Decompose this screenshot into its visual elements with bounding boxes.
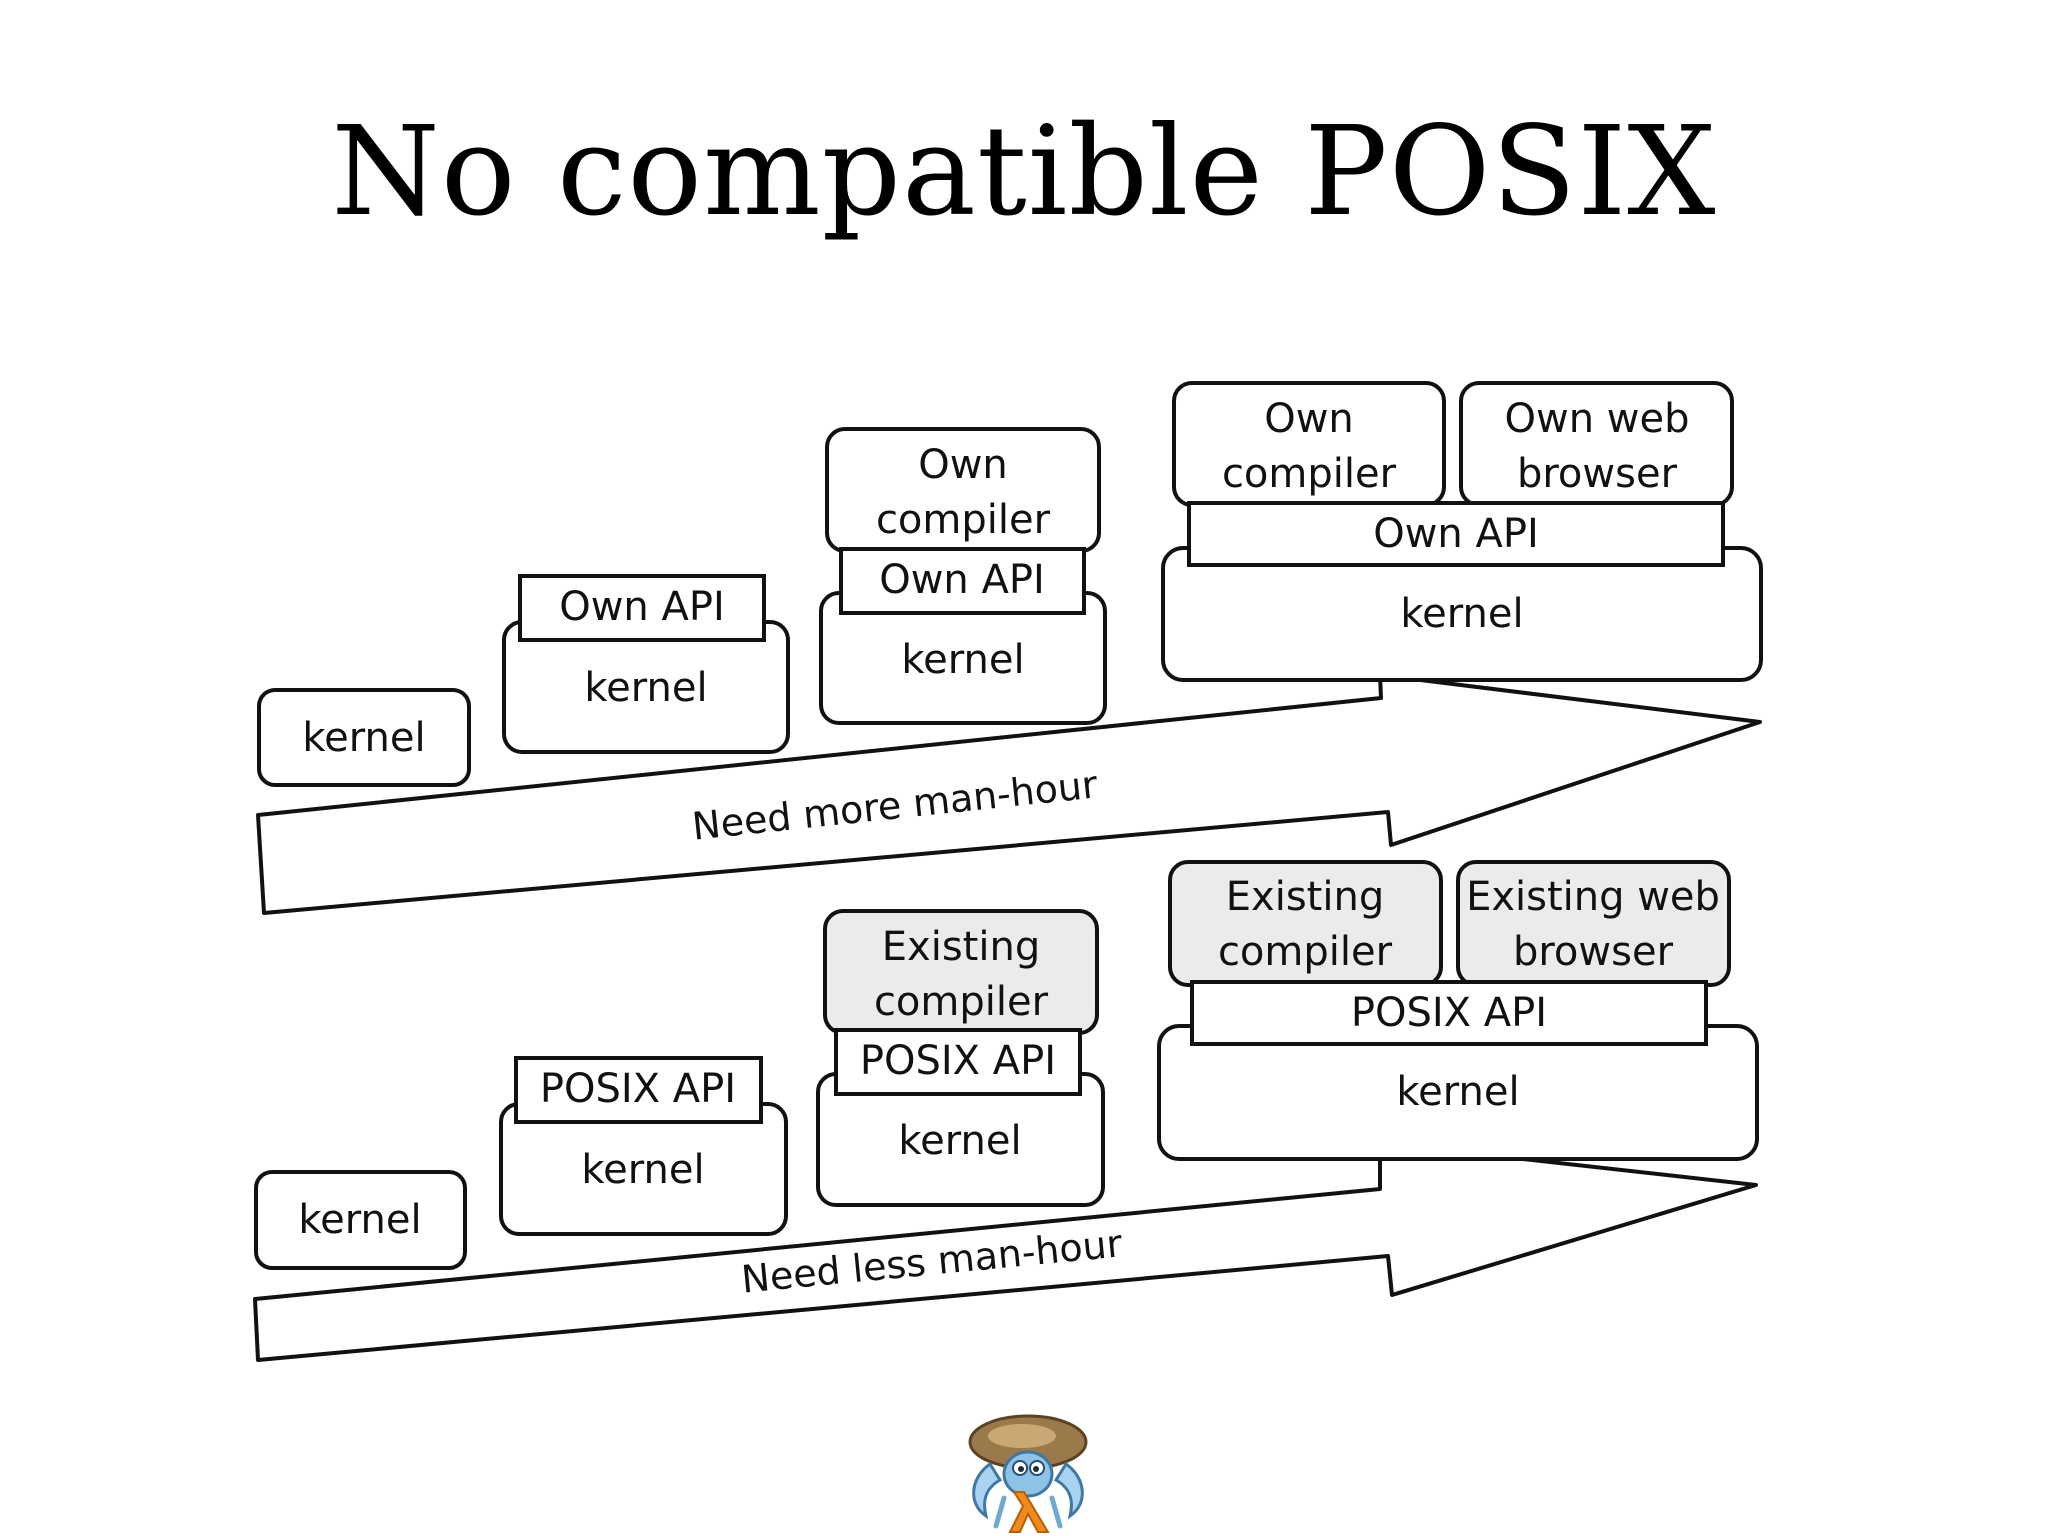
bottom-stage-4: kernel Existing compiler Existing web br… — [1157, 860, 1759, 1161]
api-box — [518, 574, 766, 642]
compiler-label-line2: compiler — [1222, 451, 1397, 497]
kernel-label: kernel — [901, 637, 1024, 683]
top-stage-1: kernel — [257, 688, 471, 787]
api-box — [514, 1056, 763, 1124]
compiler-label-line2: compiler — [876, 497, 1051, 543]
browser-label-line1: Existing web — [1466, 874, 1720, 920]
api-label: POSIX API — [540, 1066, 736, 1112]
api-label: Own API — [559, 584, 725, 630]
browser-label-line2: browser — [1517, 451, 1678, 497]
api-label: Own API — [1373, 511, 1539, 557]
kernel-label: kernel — [584, 665, 707, 711]
hermit-crab-mascot-icon — [968, 1414, 1088, 1533]
kernel-label: kernel — [302, 715, 425, 761]
slide-title: No compatible POSIX — [331, 100, 1717, 244]
top-stage-3: kernel Own compiler Own API — [819, 427, 1107, 725]
api-box — [1187, 501, 1725, 567]
api-box — [1190, 980, 1708, 1046]
compiler-label-line1: Existing — [1226, 874, 1384, 920]
api-box — [834, 1028, 1082, 1096]
api-label: POSIX API — [860, 1038, 1056, 1084]
kernel-box — [257, 688, 471, 787]
kernel-label: kernel — [581, 1147, 704, 1193]
compiler-label-line2: compiler — [874, 979, 1049, 1025]
api-label: POSIX API — [1351, 990, 1547, 1036]
compiler-label-line1: Existing — [882, 924, 1040, 970]
bottom-stage-2: kernel POSIX API — [499, 1056, 788, 1236]
kernel-label: kernel — [898, 1118, 1021, 1164]
top-stage-2: kernel Own API — [502, 574, 790, 754]
kernel-box — [254, 1170, 467, 1270]
bottom-arrow — [253, 1141, 1758, 1362]
api-label: Own API — [879, 557, 1045, 603]
bottom-stage-3: kernel Existing compiler POSIX API — [816, 909, 1105, 1207]
top-arrow — [256, 673, 1762, 915]
api-box — [839, 547, 1086, 615]
top-stage-4: kernel Own compiler Own web browser Own … — [1161, 381, 1763, 682]
kernel-label: kernel — [1396, 1069, 1519, 1115]
top-row: Need more man-hour kernel kernel Own API… — [256, 381, 1763, 915]
compiler-label-line1: Own — [1264, 396, 1354, 442]
bottom-stage-1: kernel — [254, 1170, 467, 1270]
compiler-label-line2: compiler — [1218, 929, 1393, 975]
browser-label-line2: browser — [1513, 929, 1674, 975]
kernel-label: kernel — [298, 1197, 421, 1243]
kernel-label: kernel — [1400, 591, 1523, 637]
compiler-label-line1: Own — [918, 442, 1008, 488]
browser-label-line1: Own web — [1505, 396, 1690, 442]
bottom-row: Need less man-hour kernel kernel POSIX A… — [253, 860, 1759, 1362]
